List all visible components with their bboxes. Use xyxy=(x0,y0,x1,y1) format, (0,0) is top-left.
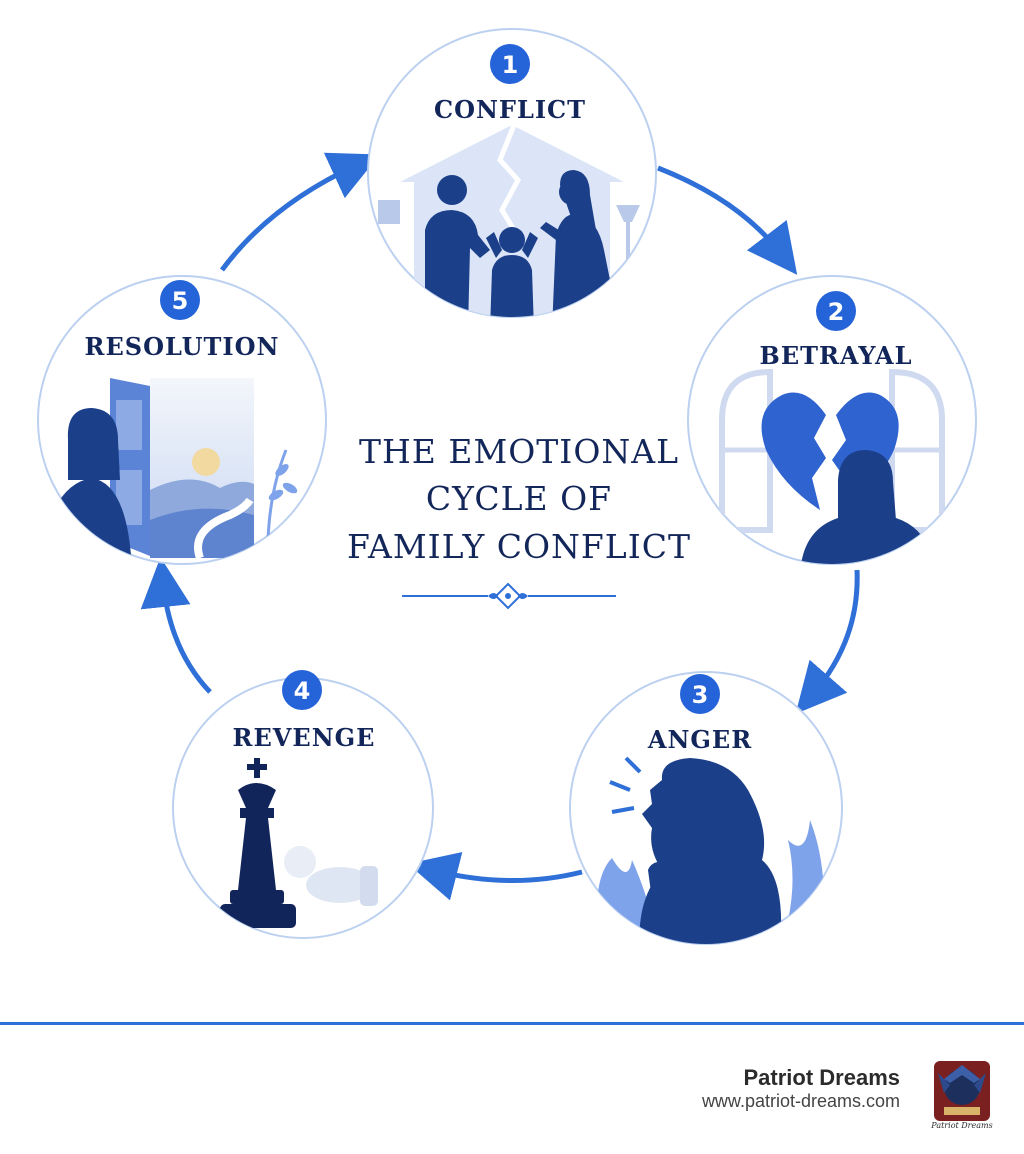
stage-resolution: 5 RESOLUTION xyxy=(37,275,327,565)
title-line-1: THE EMOTIONAL xyxy=(359,432,679,471)
brand-url[interactable]: www.patriot-dreams.com xyxy=(701,1091,900,1111)
arrow-3-to-4 xyxy=(407,851,583,901)
stage-2-label: BETRAYAL xyxy=(760,341,913,370)
stage-betrayal: 2 BETRAYAL xyxy=(687,275,977,565)
title-line-2: CYCLE OF xyxy=(426,479,612,518)
family-argument-illustration xyxy=(378,124,640,317)
badge-2 xyxy=(816,291,856,331)
badge-4-number: 4 xyxy=(294,677,311,705)
brand-name: Patriot Dreams xyxy=(743,1065,900,1090)
badge-3 xyxy=(680,674,720,714)
badge-4 xyxy=(282,670,322,710)
stage-anger: 3 ANGER xyxy=(569,671,843,945)
stage-1-label: CONFLICT xyxy=(434,95,586,124)
stage-5-label: RESOLUTION xyxy=(85,332,280,361)
badge-5 xyxy=(160,280,200,320)
chess-pieces-illustration xyxy=(220,758,378,928)
arrow-2-to-3 xyxy=(795,569,860,714)
stage-revenge: 4 REVENGE xyxy=(172,670,434,939)
emotional-cycle-diagram: 1 CONFLICT 2 BETRAYAL 3 ANGER xyxy=(37,28,977,945)
arrow-4-to-5 xyxy=(140,557,212,694)
badge-1-number: 1 xyxy=(502,51,519,79)
stage-4-label: REVENGE xyxy=(233,723,376,752)
logo-lettering: Patriot Dreams xyxy=(930,1121,992,1130)
title-line-3: FAMILY CONFLICT xyxy=(347,527,691,566)
arrow-1-to-2 xyxy=(657,165,798,275)
badge-2-number: 2 xyxy=(828,298,845,326)
stage-3-label: ANGER xyxy=(647,725,752,754)
badge-3-number: 3 xyxy=(692,681,709,709)
badge-1 xyxy=(490,44,530,84)
title-ornament xyxy=(402,582,616,610)
footer: Patriot Dreams www.patriot-dreams.com Pa… xyxy=(0,1025,1024,1154)
arrow-5-to-1 xyxy=(219,152,380,272)
center-title: THE EMOTIONAL CYCLE OF FAMILY CONFLICT xyxy=(347,432,691,566)
stage-conflict: 1 CONFLICT xyxy=(367,28,657,318)
footer-divider xyxy=(0,1022,1024,1025)
patriot-dreams-logo: Patriot Dreams xyxy=(930,1061,993,1130)
badge-5-number: 5 xyxy=(172,287,189,315)
